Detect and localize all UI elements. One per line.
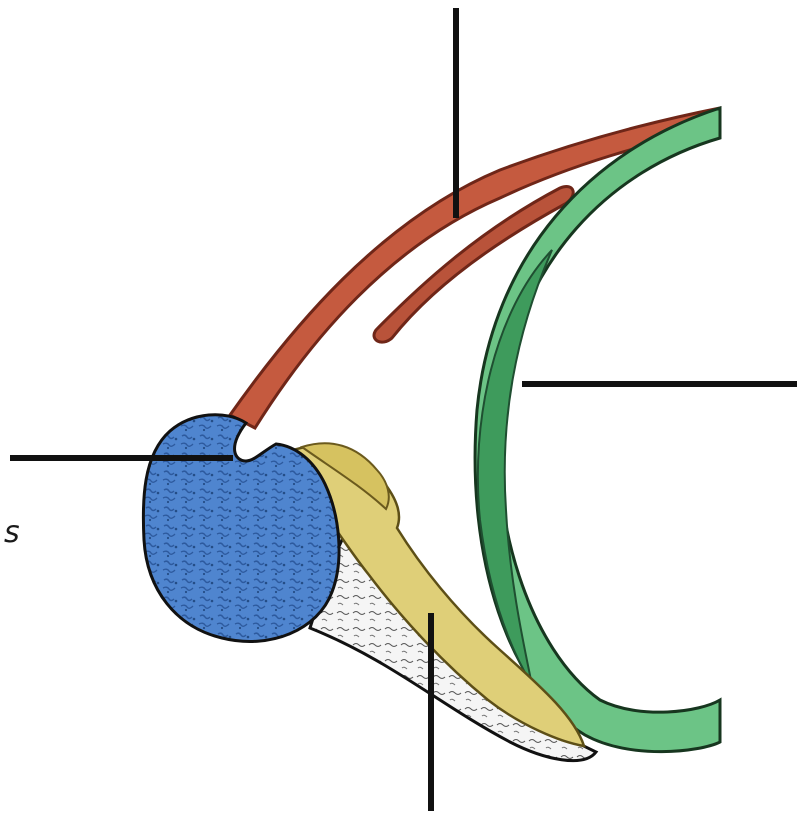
green-tendon-inner xyxy=(478,250,552,685)
partial-label-text: s xyxy=(4,518,20,548)
green-tendon-outer xyxy=(475,108,720,752)
tendon-group xyxy=(475,108,720,752)
